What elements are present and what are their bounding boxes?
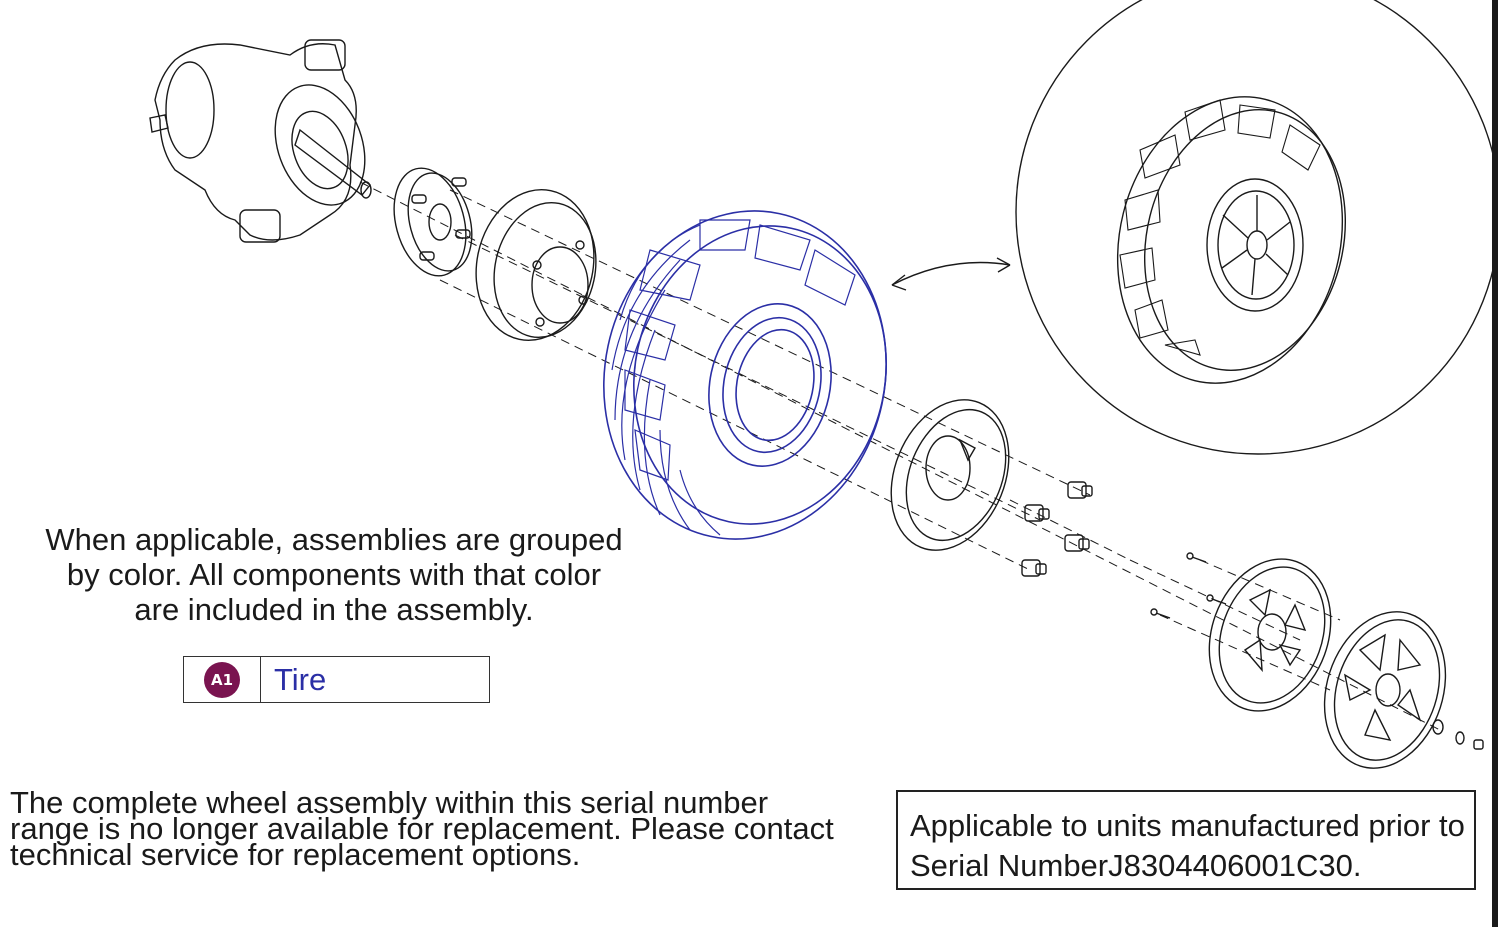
note-line: Applicable to units manufactured prior t… (910, 808, 1465, 843)
assembly-legend: A1 Tire (183, 656, 490, 703)
lug-nut-icon (1021, 481, 1093, 577)
assembly-name: Tire (274, 661, 327, 697)
applicability-box: Applicable to units manufactured prior t… (896, 790, 1476, 890)
note-line: by color. All components with that color (66, 557, 602, 592)
screw-icon (1150, 552, 1227, 619)
explode-lines (359, 181, 1441, 731)
hub-icon (393, 167, 473, 277)
note-line: Serial NumberJ8304406001C30. (910, 848, 1362, 883)
tire-icon (603, 210, 887, 540)
note-line: When applicable, assemblies are grouped (45, 522, 623, 557)
note-line: are included in the assembly. (134, 592, 534, 627)
note-line: range is no longer available for replace… (10, 811, 834, 846)
serial-range-note: The complete wheel assembly within this … (10, 785, 900, 872)
note-line: The complete wheel assembly within this … (10, 785, 769, 820)
outer-rim-icon (890, 399, 1010, 551)
hub-cover-icon (1208, 558, 1332, 712)
wheel-cap-icon (1323, 611, 1447, 769)
washer-icon (1432, 719, 1484, 750)
wheel-detail-icon (1015, 0, 1498, 455)
color-grouping-note: When applicable, assemblies are grouped … (14, 522, 654, 627)
note-line: technical service for replacement option… (10, 837, 581, 872)
detail-arrow-icon (891, 261, 1011, 286)
assembly-badge: A1 (204, 661, 240, 698)
page-edge-rule (1492, 0, 1498, 927)
legend-badge-cell: A1 (184, 657, 261, 702)
motor-icon (149, 39, 372, 243)
inner-rim-icon (475, 188, 597, 342)
